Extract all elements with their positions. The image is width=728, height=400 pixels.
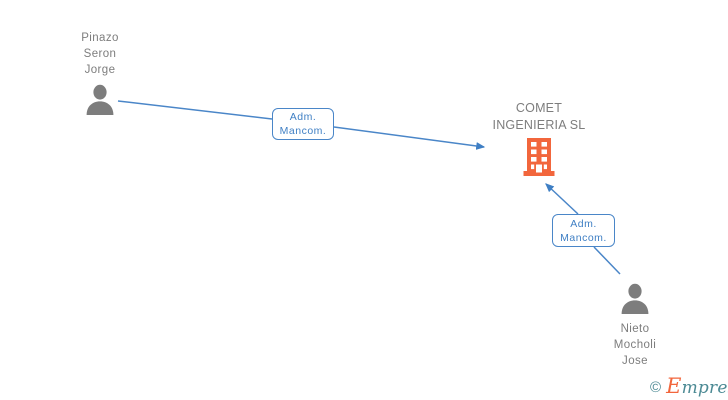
company-building-icon xyxy=(523,138,555,176)
person-bottom-label: Nieto Mocholi Jose xyxy=(613,323,657,367)
person-icon xyxy=(85,84,115,115)
brand-initial: E xyxy=(666,374,682,398)
empresia-watermark: © Empresia xyxy=(650,376,728,398)
edge-label-adm-mancom-bottom[interactable]: Adm. Mancom. xyxy=(552,214,615,247)
edge-bottom-segment-lower xyxy=(593,246,621,275)
person-top-label: Pinazo Seron Jorge xyxy=(81,32,119,76)
brand-rest: mpresia xyxy=(681,378,728,398)
company-label: COMET INGENIERIA SL xyxy=(492,101,586,132)
person-icon xyxy=(620,283,650,314)
copyright-icon: © xyxy=(650,379,662,396)
edge-label-adm-mancom-top[interactable]: Adm. Mancom. xyxy=(272,108,334,140)
edge-bottom-segment-upper xyxy=(545,183,579,215)
brand-wordmark: Empresia xyxy=(666,376,728,398)
node-person-top[interactable]: Pinazo Seron Jorge xyxy=(40,30,160,120)
node-person-bottom[interactable]: Nieto Mocholi Jose xyxy=(575,283,695,373)
node-company[interactable]: COMET INGENIERIA SL xyxy=(449,100,629,180)
